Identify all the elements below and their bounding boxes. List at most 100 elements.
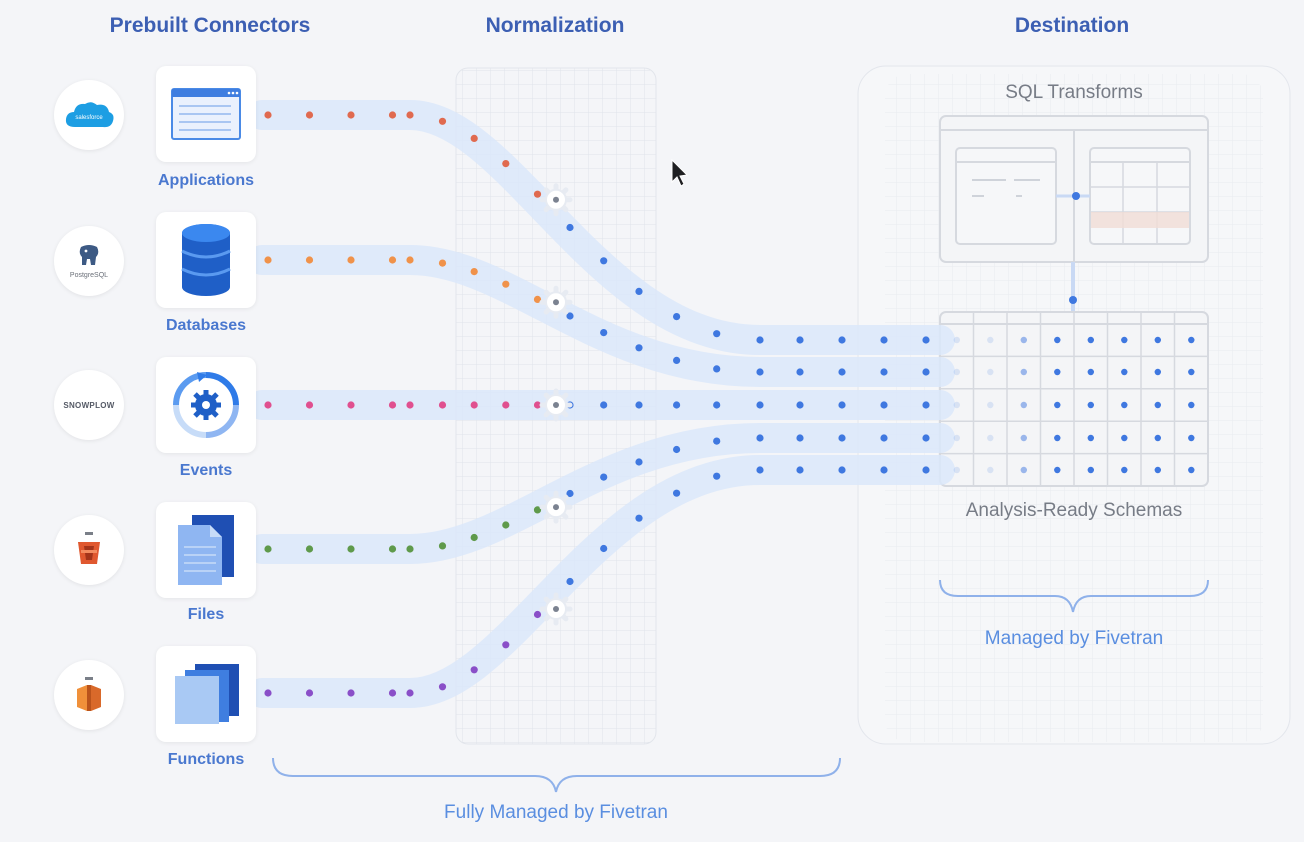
schema-dot: [1087, 368, 1095, 376]
source-dot: [305, 545, 314, 553]
schema-dot: [1020, 401, 1027, 409]
schema-dot: [1054, 401, 1061, 409]
files-card: [156, 502, 256, 598]
flow-dot: [406, 545, 414, 553]
applications-card: [156, 66, 256, 162]
fully-managed-by-fivetran-label: Fully Managed by Fivetran: [444, 802, 668, 823]
flow-dot: [470, 666, 478, 674]
elephant-icon: [79, 245, 99, 265]
flow-dot: [635, 458, 643, 466]
analysis-ready-schemas-label: Analysis-Ready Schemas: [965, 500, 1183, 521]
flow-dot: [600, 544, 608, 553]
flow-dot: [533, 401, 542, 409]
schema-dot: [1087, 401, 1095, 409]
schema-dot: [1087, 336, 1095, 344]
schema-dot: [1121, 368, 1128, 376]
flow-dot: [502, 521, 510, 529]
files-icon: [178, 515, 234, 585]
header-prebuilt-connectors: Prebuilt Connectors: [109, 14, 311, 37]
source-dot: [305, 689, 314, 697]
flow-dot: [796, 401, 804, 409]
source-dot: [347, 545, 355, 553]
snowplow-text: SNOWPLOW: [63, 400, 115, 410]
schema-dot: [987, 401, 994, 409]
postgresql-text: PostgreSQL: [69, 272, 109, 279]
flow-dot: [600, 257, 608, 265]
source-dot: [388, 111, 397, 119]
flow-dot: [838, 434, 846, 442]
schema-dot: [1154, 466, 1162, 474]
flow-dot: [600, 401, 608, 409]
source-dot: [347, 111, 355, 119]
schema-dot: [1154, 434, 1162, 442]
source-dot: [388, 256, 397, 264]
flow-dot: [713, 365, 721, 373]
schema-dot: [953, 368, 960, 376]
flow-dot: [796, 434, 804, 442]
flow-dot: [756, 368, 764, 376]
schema-dot: [1188, 368, 1195, 376]
flow-dot: [438, 683, 447, 691]
flow-dot: [673, 356, 681, 364]
flow-dot: [566, 223, 574, 232]
schema-dot: [987, 434, 994, 442]
source-dot: [388, 401, 397, 409]
gear-icon: [539, 490, 573, 524]
flow-dot: [406, 256, 414, 264]
flow-dot: [406, 401, 414, 409]
svg-text:salesforce: salesforce: [75, 115, 103, 121]
schema-dot: [1020, 336, 1027, 344]
functions-label: Functions: [167, 751, 245, 768]
flow-dot: [600, 329, 608, 337]
flow-dot: [673, 401, 681, 409]
schema-dot: [953, 336, 960, 344]
flow-dot: [438, 542, 447, 550]
applications-label: Applications: [157, 172, 254, 189]
schema-dot: [1188, 434, 1195, 442]
flow-dot: [533, 190, 542, 198]
source-dot: [388, 689, 397, 697]
schema-grid-lines: [940, 312, 1208, 486]
flow-dot: [713, 330, 721, 338]
schema-dot: [1087, 434, 1095, 442]
normalization-gears: [539, 183, 573, 626]
flow-dot: [922, 336, 930, 344]
postgresql-logo: PostgreSQL: [54, 226, 124, 296]
flow-dot: [880, 401, 888, 409]
flow-dot: [470, 134, 478, 142]
functions-card: [156, 646, 256, 742]
schema-dot: [1121, 336, 1128, 344]
schema-dot: [987, 466, 994, 474]
flow-dot: [796, 336, 804, 344]
aws-lambda-icon: [77, 677, 101, 711]
flow-dot: [635, 514, 643, 522]
flow-dot: [796, 466, 804, 474]
destination-brace: [939, 579, 1209, 613]
schema-dot: [987, 368, 994, 376]
header-normalization: Normalization: [485, 14, 625, 37]
files-label: Files: [187, 606, 225, 623]
flow-dot: [502, 401, 510, 409]
flow-dot: [470, 533, 478, 542]
flow-dot: [406, 689, 414, 697]
source-dot: [305, 256, 314, 264]
flow-dot: [880, 368, 888, 376]
flow-dot: [673, 313, 681, 321]
schema-dot: [1087, 466, 1095, 474]
schema-dot: [953, 466, 960, 474]
schema-dot: [1020, 434, 1027, 442]
gear-icon: [539, 388, 573, 422]
events-label: Events: [179, 462, 233, 479]
flow-dot: [566, 577, 574, 586]
flow-dot: [438, 117, 447, 125]
sql-transforms-label: SQL Transforms: [1005, 82, 1143, 103]
flow-dot: [922, 434, 930, 442]
schema-dot: [953, 401, 960, 409]
flow-dot: [838, 336, 846, 344]
flow-dot: [713, 472, 721, 480]
flow-dot: [922, 368, 930, 376]
gear-icon: [539, 285, 573, 319]
schema-dot: [1121, 466, 1128, 474]
schema-dot: [1154, 368, 1162, 376]
